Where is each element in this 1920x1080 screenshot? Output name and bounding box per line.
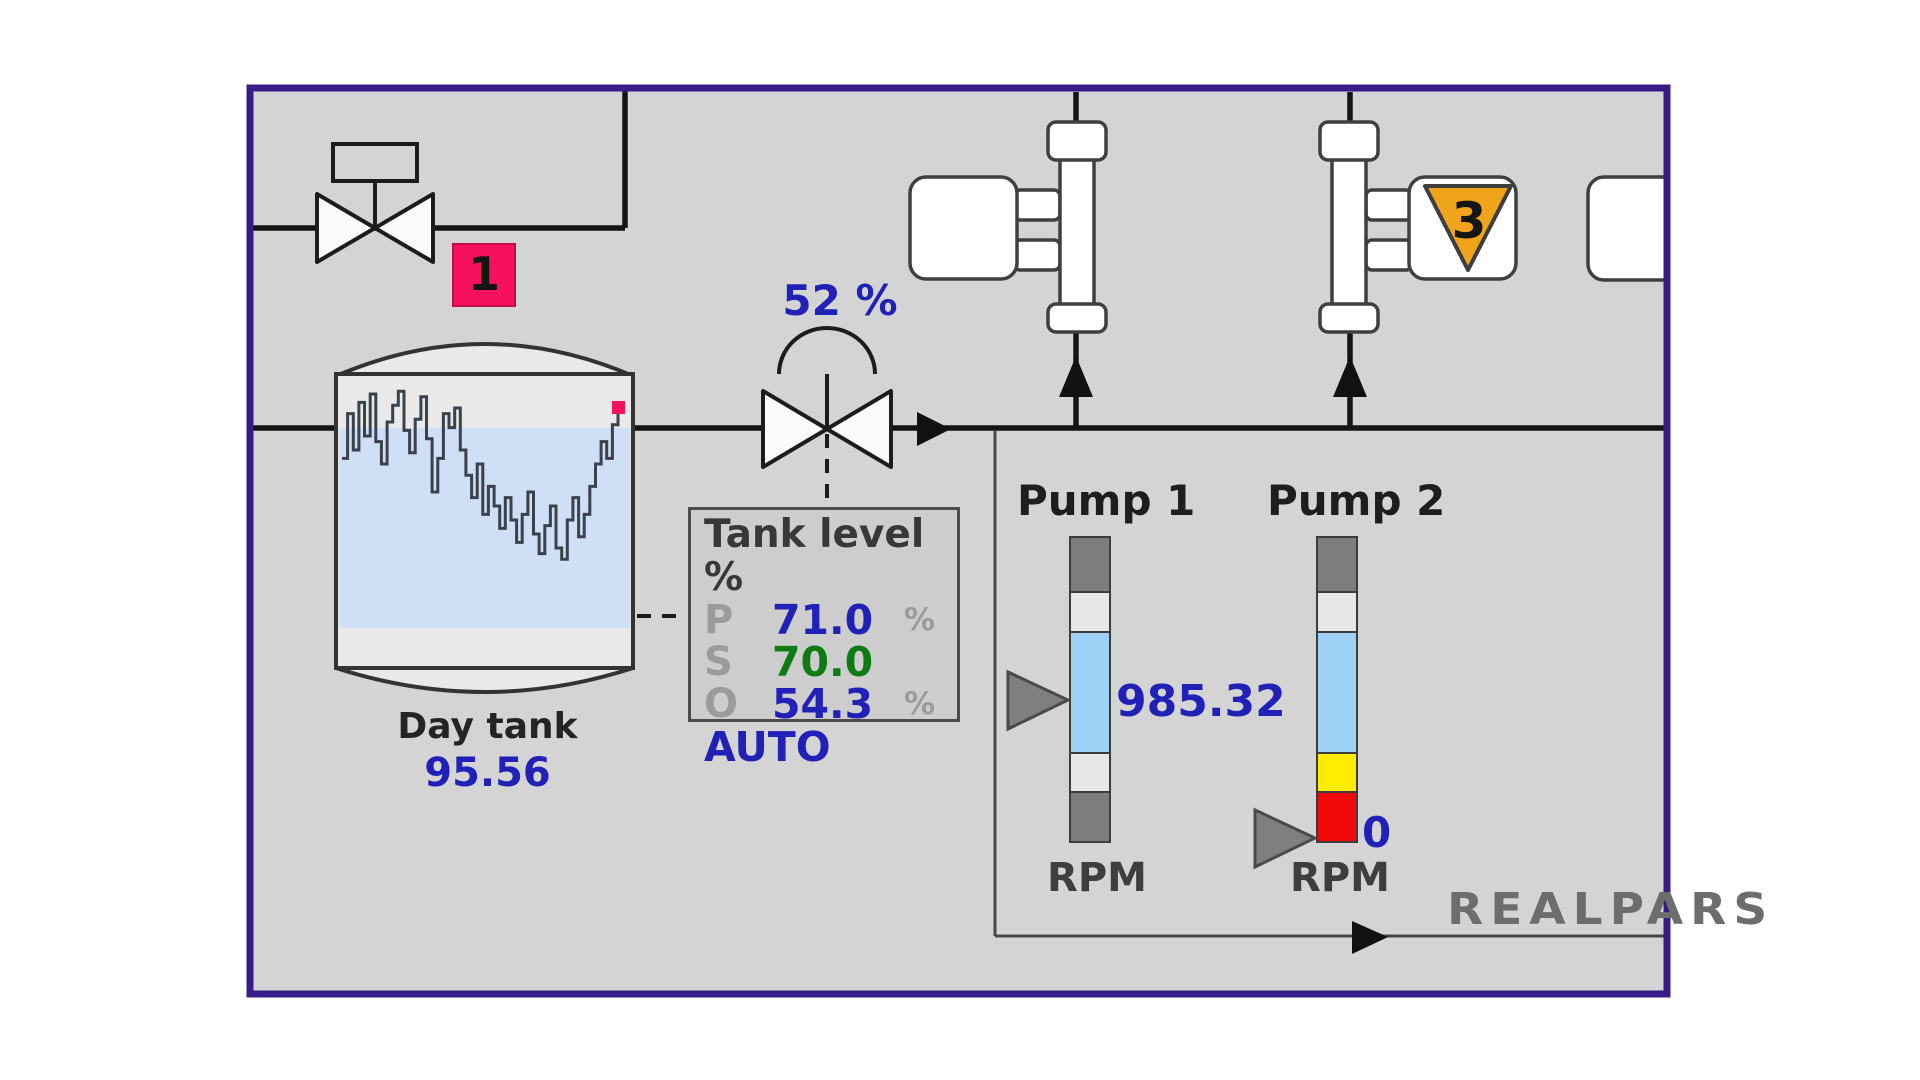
flow-arrow-right [917, 412, 951, 446]
out-value: 54.3 [772, 680, 874, 728]
instrument-signal-lines [637, 434, 829, 618]
pump1-bottom-flange [1046, 302, 1108, 334]
bar-segment [1069, 791, 1111, 843]
controller-sp-row: S 70.0 [704, 641, 957, 683]
pump2-suction-arrow [1333, 356, 1367, 397]
bar-segment [1069, 752, 1111, 793]
controller-pv-row: P 71.0 % [704, 599, 957, 641]
sp-value[interactable]: 70.0 [772, 638, 874, 686]
tank-top-dome [335, 342, 634, 378]
day-tank-symbol[interactable] [334, 342, 635, 694]
pump1-bar-pointer[interactable] [1006, 669, 1072, 732]
pump1-symbol[interactable] [908, 120, 1108, 334]
tank-level-trend-line [342, 389, 620, 561]
valve-opening-value: 52 % [782, 276, 898, 325]
trend-current-marker [612, 401, 625, 414]
pump1-suction-arrow [1059, 356, 1093, 397]
pump2-top-flange [1318, 120, 1380, 162]
discharge-flow-arrow [1352, 921, 1388, 954]
pump2-label: Pump 2 [1267, 476, 1446, 525]
tank-level-controller-faceplate[interactable]: Tank level % P 71.0 % S 70.0 O 54.3 % AU… [688, 507, 960, 770]
pump2-rpm-unit: RPM [1290, 855, 1390, 901]
bar-segment [1069, 536, 1111, 593]
bar-segment [1316, 631, 1358, 754]
pump1-motor [908, 175, 1019, 281]
pump2-bottom-flange [1318, 302, 1380, 334]
pump2-alarm-count: 3 [1451, 192, 1487, 250]
bar-segment [1316, 591, 1358, 633]
tank-value: 95.56 [424, 750, 551, 796]
bar-segment [1069, 591, 1111, 633]
out-unit: % [904, 686, 936, 722]
pump2-rpm-bar[interactable] [1316, 536, 1358, 843]
pump2-bar-pointer[interactable] [1253, 807, 1319, 870]
tank-number-badge[interactable]: 1 [452, 243, 516, 307]
panel-border [246, 84, 1671, 998]
sp-label: S [704, 639, 733, 685]
controller-mode[interactable]: AUTO [704, 723, 831, 771]
out-label: O [704, 681, 739, 727]
pump1-label: Pump 1 [1017, 476, 1196, 525]
tank-bottom-dome [335, 666, 634, 694]
bar-segment [1316, 536, 1358, 593]
controller-out-row: O 54.3 % [704, 683, 957, 725]
pump1-rpm-value: 985.32 [1116, 676, 1286, 727]
pump2-alarm-triangle-icon[interactable] [1423, 184, 1513, 272]
bar-segment [1069, 631, 1111, 754]
bar-segment [1316, 791, 1358, 843]
tank-name-label: Day tank [397, 706, 578, 747]
manual-valve[interactable] [315, 142, 435, 264]
pump1-top-flange [1046, 120, 1108, 162]
pv-unit: % [904, 602, 936, 638]
pump1-rpm-unit: RPM [1047, 855, 1147, 901]
realpars-logo: REALPARS [1447, 884, 1775, 935]
pump3-motor[interactable] [1586, 175, 1700, 282]
pump1-rpm-bar[interactable] [1069, 536, 1111, 843]
pump-group-frame [993, 430, 1664, 938]
inlet-pipe [253, 91, 628, 231]
diaphragm-actuator-dome [777, 326, 877, 375]
control-valve[interactable] [761, 326, 893, 469]
bar-segment [1316, 752, 1358, 793]
controller-title: Tank level % [704, 512, 925, 600]
pv-label: P [704, 597, 734, 643]
pump2-rpm-value: 0 [1362, 808, 1392, 857]
pv-value: 71.0 [772, 596, 874, 644]
